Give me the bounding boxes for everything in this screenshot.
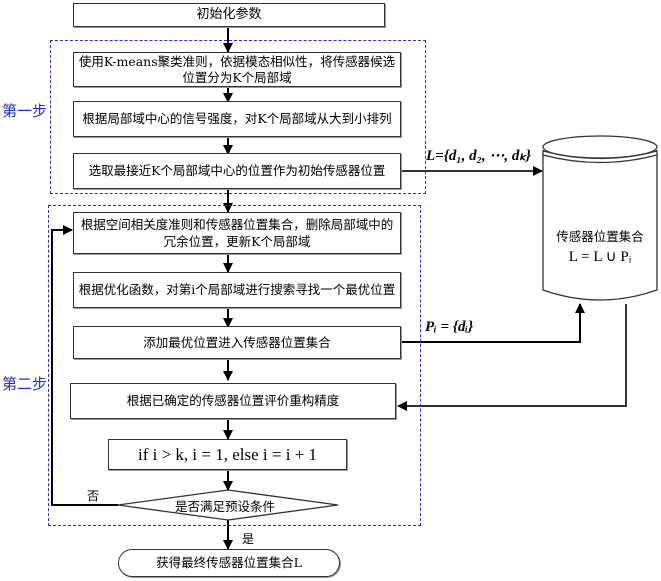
init-box: 初始化参数 (73, 3, 385, 27)
database-cylinder (542, 135, 658, 301)
iterate-box: if i > k, i = 1, else i = i + 1 (108, 439, 347, 470)
kmeans-text-1: 使用K-means聚类准则，依据模态相似性，将传感器候选 (78, 53, 396, 69)
iterate-text: if i > k, i = 1, else i = i + 1 (137, 444, 318, 464)
final-text: 获得最终传感器位置集合L (156, 555, 302, 570)
sort-text: 根据局部域中心的信号强度，对K个局部域从大到小排列 (82, 111, 392, 126)
select-box: 选取最接近K个局部域中心的位置作为初始传感器位置 (73, 153, 401, 189)
add-box: 添加最优位置进入传感器位置集合 (73, 326, 401, 359)
delete-box: 根据空间相关度准则和传感器位置集合，删除局部域中的 冗余位置，更新K个局部域 (73, 212, 401, 254)
kmeans-text-2: 位置分为K个局部域 (182, 69, 292, 85)
final-box: 获得最终传感器位置集合L (118, 549, 340, 577)
init-text: 初始化参数 (196, 7, 262, 22)
delete-text-2: 冗余位置，更新K个局部域 (163, 234, 311, 249)
step2-region (48, 205, 421, 526)
select-text: 选取最接近K个局部域中心的位置作为初始传感器位置 (88, 163, 386, 178)
step1-label: 第一步 (2, 102, 48, 120)
arrow-database-evaluate (397, 304, 627, 411)
delete-text-1: 根据空间相关度准则和传感器位置集合，删除局部域中的 (80, 217, 394, 232)
search-text: 根据优化函数，对第i个局部域进行搜索寻找一个最优位置 (78, 282, 396, 297)
no-label: 否 (87, 489, 100, 503)
sort-box: 根据局部域中心的信号强度，对K个局部域从大到小排列 (73, 101, 401, 137)
add-set-label: Pᵢ = {dᵢ} (425, 319, 474, 335)
evaluate-text: 根据已确定的传感器位置评价重构精度 (126, 393, 340, 408)
arrow-loop-no (51, 225, 118, 506)
search-box: 根据优化函数，对第i个局部域进行搜索寻找一个最优位置 (73, 272, 401, 308)
add-text: 添加最优位置进入传感器位置集合 (143, 334, 331, 350)
step2-label: 第二步 (2, 375, 48, 393)
database-formula: L = L ∪ Pᵢ (568, 249, 632, 265)
step1-region (50, 40, 426, 194)
yes-label: 是 (242, 532, 255, 546)
evaluate-box: 根据已确定的传感器位置评价重构精度 (70, 383, 396, 419)
arrow-add-database (400, 303, 585, 343)
initial-set-label: L={d₁, d₂, ⋯, dₖ} (426, 148, 531, 164)
kmeans-box: 使用K-means聚类准则，依据模态相似性，将传感器候选 位置分为K个局部域 (73, 52, 401, 87)
database-title: 传感器位置集合 (556, 229, 644, 244)
decision-text: 是否满足预设条件 (175, 499, 276, 514)
